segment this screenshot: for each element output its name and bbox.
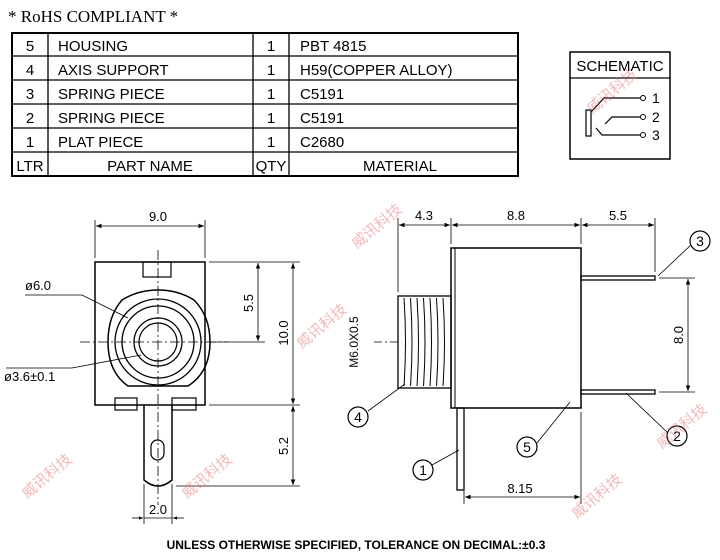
front-view: 9.0 5.5 10.0 5.2 2.0 ø6.0 ø3.6±0.1 [4, 209, 300, 524]
callout-4: 4 [354, 409, 362, 425]
label-inner-diameter: ø3.6±0.1 [4, 369, 55, 384]
thread-line [429, 297, 432, 387]
bom-cell-part: SPRING PIECE [58, 110, 165, 127]
thread-line [442, 297, 445, 387]
label-outer-diameter: ø6.0 [25, 278, 51, 293]
rohs-header: * RoHS COMPLIANT * [8, 7, 178, 26]
thread-line [410, 297, 413, 387]
bom-header-ltr: LTR [16, 158, 43, 175]
bom-cell-qty: 1 [267, 62, 275, 79]
callout-2: 2 [673, 428, 681, 444]
bom-cell-qty: 1 [267, 110, 275, 127]
schematic-pin-3: 3 [652, 127, 660, 143]
bom-header-material: MATERIAL [363, 158, 437, 175]
thread-line [416, 297, 419, 387]
callout-1: 1 [419, 462, 427, 478]
bom-cell-qty: 1 [267, 38, 275, 55]
thread-line [423, 297, 426, 387]
watermark-text: 威讯科技 [178, 450, 236, 502]
side-view: 4.3 8.8 5.5 8.0 M6.0X0.5 8.15 1 2 3 4 5 [347, 208, 711, 504]
bom-cell-qty: 1 [267, 86, 275, 103]
bom-header-qty: QTY [256, 158, 287, 175]
tolerance-note: UNLESS OTHERWISE SPECIFIED, TOLERANCE ON… [167, 538, 546, 552]
bom-cell-qty: 1 [267, 134, 275, 151]
thread-line [436, 297, 439, 387]
watermark-text: 威讯科技 [18, 450, 76, 502]
dim-thread: M6.0X0.5 [347, 316, 361, 368]
bom-header-part: PART NAME [107, 158, 193, 175]
dim-pin-span: 8.0 [671, 326, 686, 344]
bom-cell-material: C5191 [300, 86, 344, 103]
dim-upper: 5.5 [241, 294, 256, 312]
dim-front-length: 4.3 [415, 208, 433, 223]
schematic-box: SCHEMATIC 1 2 3 [569, 51, 671, 160]
thread-line [403, 297, 406, 387]
bom-cell-material: C5191 [300, 110, 344, 127]
callout-3: 3 [696, 233, 704, 249]
watermark-text: 威讯科技 [293, 300, 351, 352]
bom-cell-material: H59(COPPER ALLOY) [300, 62, 453, 79]
bom-cell-ltr: 2 [26, 110, 34, 127]
schematic-pin-2: 2 [652, 109, 660, 125]
dim-pin-width: 2.0 [149, 502, 167, 517]
bom-cell-ltr: 4 [26, 62, 34, 79]
bom-cell-part: PLAT PIECE [58, 134, 143, 151]
dim-pin-length: 5.2 [276, 437, 291, 455]
dim-body-length: 8.8 [507, 208, 525, 223]
bom-cell-ltr: 1 [26, 134, 34, 151]
bom-cell-ltr: 5 [26, 38, 34, 55]
bom-cell-ltr: 3 [26, 86, 34, 103]
watermark-text: 威讯科技 [348, 200, 406, 252]
bom-cell-material: PBT 4815 [300, 38, 366, 55]
bom-cell-part: SPRING PIECE [58, 86, 165, 103]
watermark-text: 威讯科技 [568, 470, 626, 522]
dim-width: 9.0 [149, 209, 167, 224]
callout-5: 5 [523, 439, 531, 455]
schematic-pin-1: 1 [652, 90, 660, 106]
dim-bottom: 8.15 [507, 481, 532, 496]
dim-pin-length-side: 5.5 [609, 208, 627, 223]
bom-cell-material: C2680 [300, 134, 344, 151]
dim-height: 10.0 [276, 320, 291, 345]
bom-cell-part: AXIS SUPPORT [58, 62, 169, 79]
bom-cell-part: HOUSING [58, 38, 128, 55]
schematic-title: SCHEMATIC [576, 58, 663, 75]
